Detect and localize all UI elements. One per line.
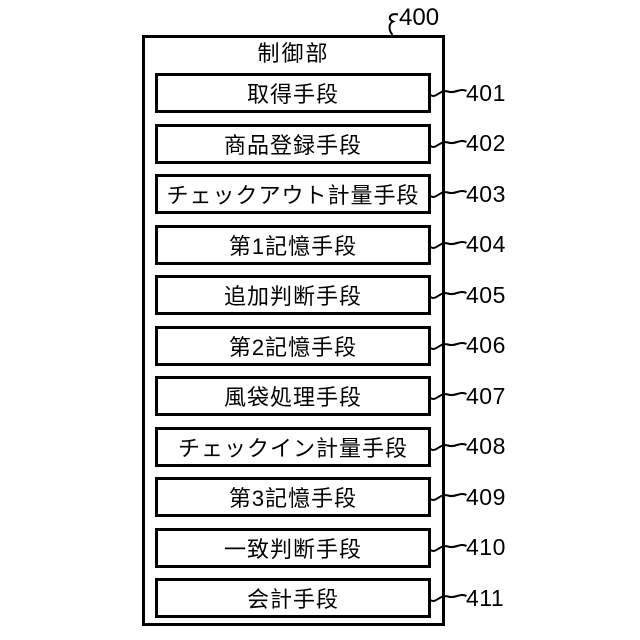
means-box-label: チェックイン計量手段 [177,435,408,461]
ref-number: 403 [466,180,506,207]
figure-row: 取得手段 401 [0,73,640,113]
figure-row: チェックイン計量手段 408 [0,426,640,467]
means-box-label: 取得手段 [246,82,339,107]
figure-row: 一致判断手段 410 [0,527,640,568]
means-box-label: チェックアウト計量手段 [166,183,420,208]
means-box-401: 取得手段 [155,73,431,113]
means-box-411: 会計手段 [155,578,431,618]
means-box-407: 風袋処理手段 [155,376,431,416]
ref-number: 402 [466,130,506,156]
control-unit-title: 制御部 [257,41,330,66]
figure-row: チェックアウト計量手段 403 [0,174,640,214]
leader-line-icon [430,543,467,552]
ref-number: 401 [466,79,506,106]
ref-number: 409 [466,483,506,510]
leader-line-icon [430,593,467,602]
means-box-405: 追加判断手段 [155,275,431,315]
means-box-406: 第2記憶手段 [155,325,431,366]
ref-number: 410 [466,534,506,560]
leader-line-icon [430,139,467,148]
figure-row: 風袋処理手段 407 [0,376,640,416]
leader-line-icon [430,240,467,249]
means-box-label: 追加判断手段 [223,284,362,309]
means-box-label: 第3記憶手段 [228,486,358,511]
figure-row: 第2記憶手段 406 [0,325,640,366]
figure-row: 追加判断手段 405 [0,275,640,315]
ref-number-400: 400 [399,4,440,31]
ref-number: 408 [466,433,506,459]
figure-row: 第1記憶手段 404 [0,224,640,265]
leader-line-icon [430,442,467,451]
leader-line-icon [430,189,467,198]
leader-line-icon [430,88,467,97]
ref-400-leader-curve-icon [388,13,399,36]
means-box-403: チェックアウト計量手段 [155,174,431,214]
means-box-402: 商品登録手段 [155,123,431,164]
ref-number: 404 [466,231,506,257]
leader-line-icon [430,492,467,501]
means-box-label: 商品登録手段 [223,132,362,158]
means-box-label: 第1記憶手段 [228,233,358,259]
figure-row: 第3記憶手段 409 [0,477,640,517]
figure-row: 会計手段 411 [0,578,640,618]
figure-row: 商品登録手段 402 [0,123,640,164]
ref-number: 407 [466,382,506,409]
means-box-label: 風袋処理手段 [223,385,362,410]
leader-line-icon [430,290,467,299]
ref-number: 406 [466,332,506,358]
means-box-404: 第1記憶手段 [155,224,431,265]
means-box-label: 一致判断手段 [223,536,362,562]
means-box-label: 第2記憶手段 [228,334,358,360]
means-box-label: 会計手段 [246,587,339,612]
leader-line-icon [430,341,467,350]
leader-line-icon [430,391,467,400]
means-box-409: 第3記憶手段 [155,477,431,517]
means-box-410: 一致判断手段 [155,527,431,568]
ref-number: 411 [466,584,505,611]
means-box-408: チェックイン計量手段 [155,426,431,467]
ref-number: 405 [466,281,506,308]
